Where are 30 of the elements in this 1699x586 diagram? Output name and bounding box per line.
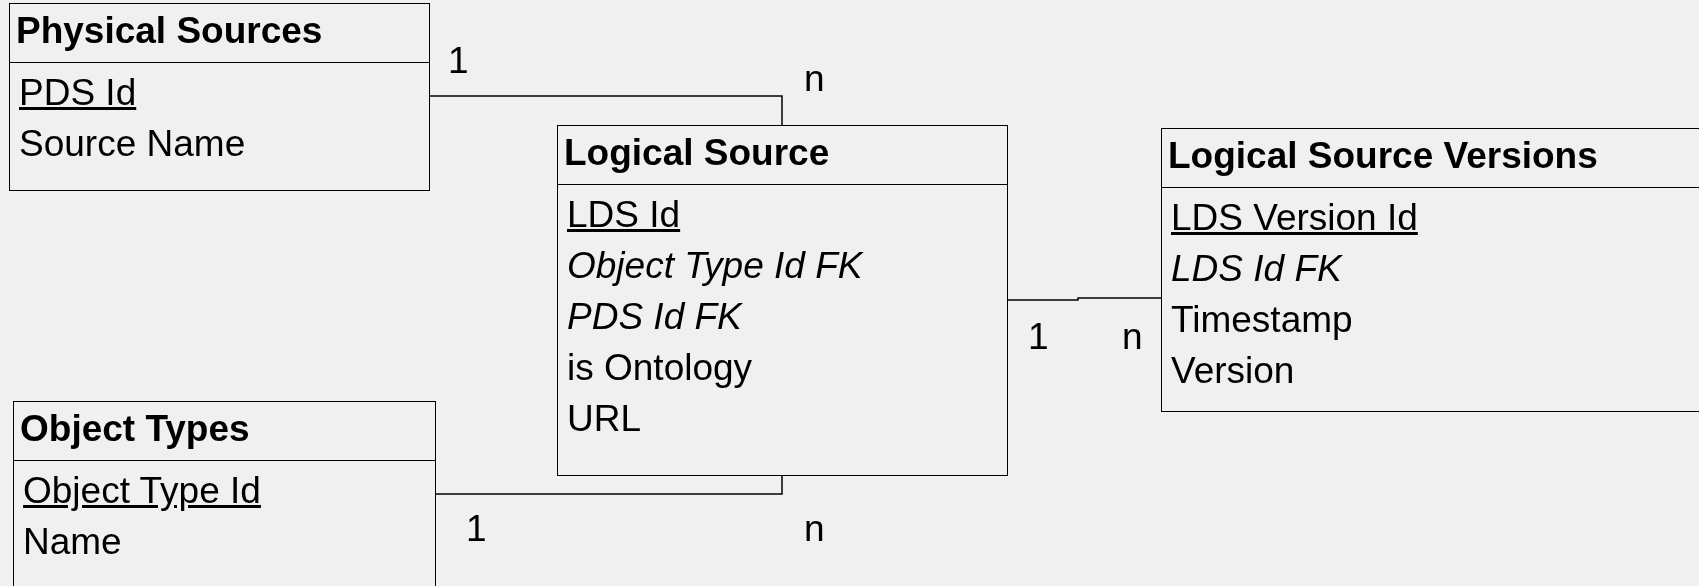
relationship-line <box>1007 297 1162 301</box>
primary-key: LDS Id <box>567 189 681 240</box>
cardinality-label: 1 <box>466 508 487 550</box>
attribute: is Ontology <box>567 346 753 390</box>
cardinality-label: 1 <box>448 40 469 82</box>
cardinality-label: 1 <box>1028 316 1049 358</box>
attribute: Version <box>1171 349 1295 393</box>
attribute: URL <box>567 397 642 441</box>
primary-key: PDS Id <box>19 67 137 118</box>
entity-table <box>557 125 1008 476</box>
entity-name: Object Types <box>20 408 250 449</box>
relationship-line <box>435 475 783 495</box>
attribute: Timestamp <box>1171 298 1353 342</box>
primary-key: LDS Version Id <box>1171 192 1418 243</box>
entity-table <box>9 3 430 191</box>
cardinality-label: n <box>1122 316 1143 358</box>
entity-table <box>13 401 436 586</box>
primary-key: Object Type Id <box>23 465 261 516</box>
attribute: Name <box>23 520 122 564</box>
foreign-key: Object Type Id FK <box>567 240 863 291</box>
foreign-key: PDS Id FK <box>567 291 742 342</box>
cardinality-label: n <box>804 508 825 550</box>
entity-name: Logical Source <box>564 132 830 173</box>
cardinality-label: n <box>804 58 825 100</box>
entity-table <box>1161 128 1699 412</box>
entity-name: Logical Source Versions <box>1168 135 1598 176</box>
foreign-key: LDS Id FK <box>1171 243 1342 294</box>
attribute: Source Name <box>19 122 246 166</box>
relationship-line <box>429 95 783 126</box>
entity-name: Physical Sources <box>16 10 323 51</box>
